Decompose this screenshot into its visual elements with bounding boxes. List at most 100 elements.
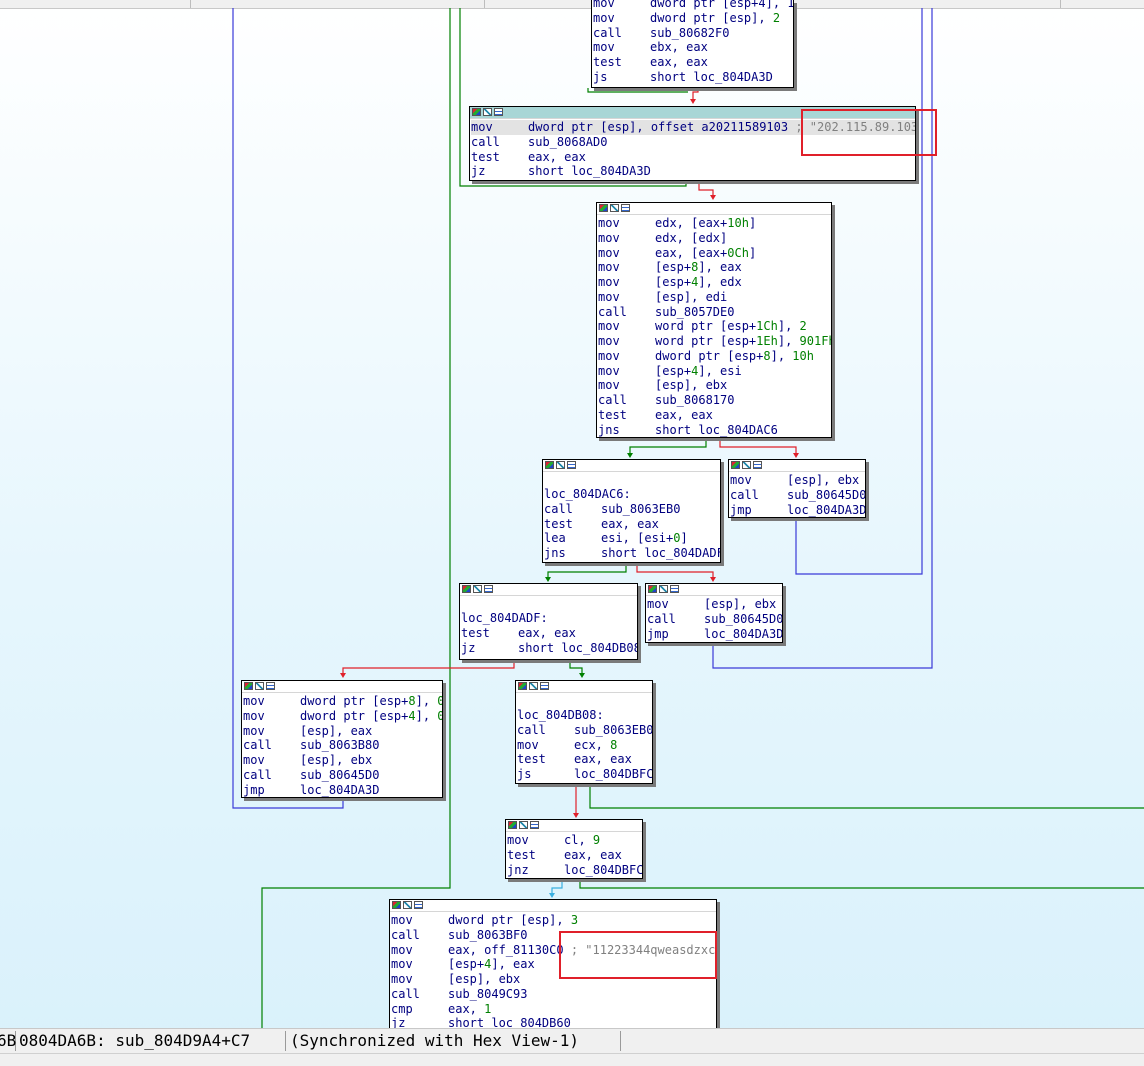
operand: ],: [415, 694, 438, 708]
graph-icon: [508, 821, 517, 829]
operand: 4: [408, 708, 416, 723]
code-label: loc_804DAC6:: [544, 487, 631, 501]
operand: ]: [680, 531, 688, 546]
operand: 2: [799, 319, 807, 334]
code-line[interactable]: mov[esp], ebx: [730, 473, 865, 488]
code-line[interactable]: mov[esp+4], eax: [391, 957, 716, 972]
code-line[interactable]: mov[esp], edi: [598, 290, 831, 305]
graph-icon: [518, 682, 527, 690]
mnemonic: call: [544, 501, 573, 516]
code-label: loc_804DB08:: [517, 708, 604, 722]
code-line[interactable]: mov[esp], ebx: [647, 597, 782, 612]
code-line[interactable]: call sub_80645D0: [647, 612, 782, 627]
operand: dword ptr [esp],: [448, 913, 571, 927]
operand: 10h: [727, 216, 749, 230]
operand: edx, [eax+: [655, 216, 728, 230]
mnemonic: mov: [391, 942, 413, 957]
code-line[interactable]: mov[esp+4], edx: [598, 275, 831, 290]
graph-icon: [462, 585, 471, 593]
operand: sub_8049C93: [448, 986, 528, 1001]
code-line[interactable]: mov[esp], eax: [243, 724, 442, 739]
operand: 8: [610, 737, 618, 752]
edge-jump: [712, 8, 933, 669]
operand: sub_80645D0: [704, 611, 783, 626]
code-line[interactable]: mov[esp+8], eax: [598, 260, 831, 275]
operand: eax, eax: [655, 407, 713, 422]
operand: [esp+: [655, 363, 692, 378]
edge-jump: [795, 8, 923, 575]
mnemonic: mov: [598, 230, 620, 245]
chart-icon: [659, 585, 668, 593]
mnemonic: jz: [471, 164, 486, 179]
mnemonic: mov: [243, 723, 265, 738]
mnemonic: mov: [598, 319, 620, 334]
mnemonic: call: [647, 611, 676, 626]
edge-true: [579, 879, 1144, 889]
code-line[interactable]: mov[esp], ebx: [243, 753, 442, 768]
code-line[interactable]: mov[esp+4], esi: [598, 364, 831, 379]
code-line[interactable]: mov[esp], ebx: [598, 378, 831, 393]
code-line[interactable]: mov[esp], ebx: [391, 972, 716, 987]
